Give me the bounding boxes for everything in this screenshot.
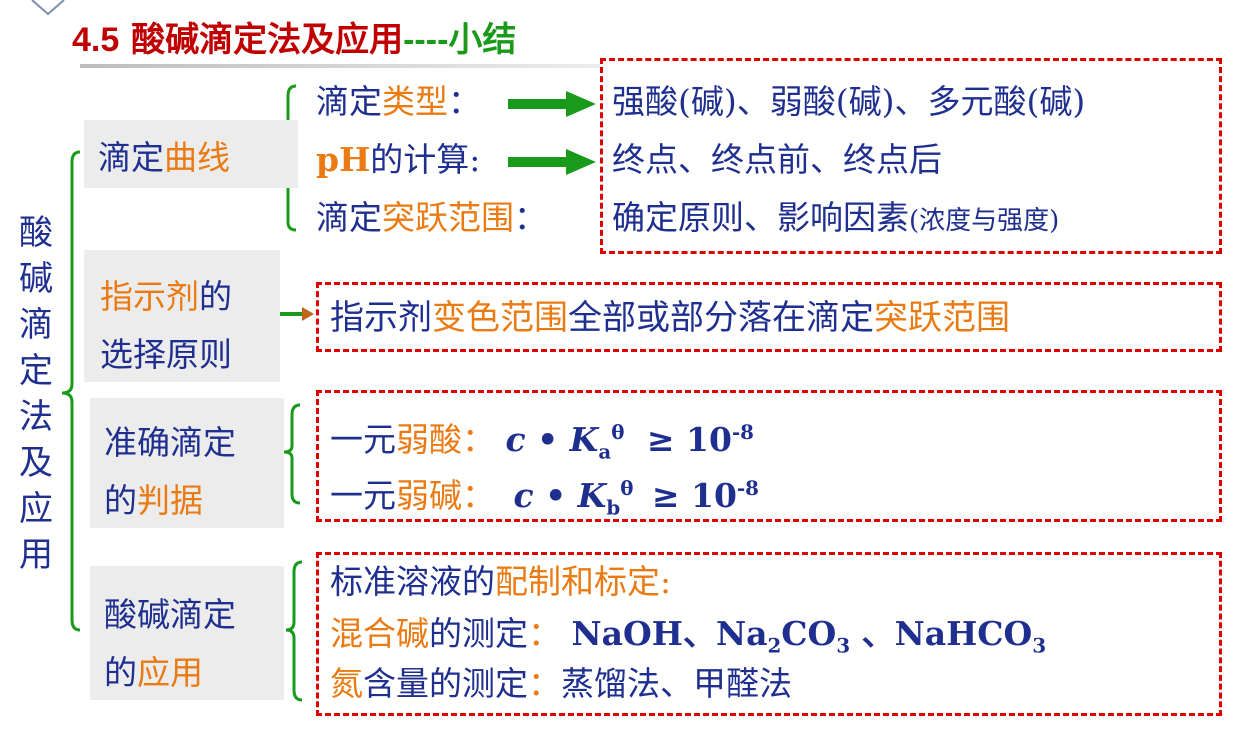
- section3-label-box: [90, 398, 284, 528]
- section1-answer-box: [600, 58, 1222, 254]
- section1-label: 滴定曲线: [98, 138, 230, 177]
- section1-row3: 滴定突跃范围：: [316, 198, 547, 237]
- section2-answer: 指示剂变色范围全部或部分落在滴定突跃范围: [330, 298, 1010, 338]
- section3-row1: 一元弱酸： c • Kaθ ≥ 10-8: [330, 420, 754, 464]
- section4-row1: 标准溶液的配制和标定:: [330, 562, 672, 601]
- section2-label-box: [84, 250, 280, 382]
- section1-row2: pH的计算:: [316, 140, 481, 179]
- section1-answer-2: 终点、终点前、终点后: [612, 140, 942, 179]
- section4-row2: 混合碱的测定： NaOH、Na2CO3 、NaHCO3: [330, 614, 1047, 658]
- section3-row2: 一元弱碱： c • Kbθ ≥ 10-8: [330, 476, 759, 520]
- section1-answer-1: 强酸(碱)、弱酸(碱)、多元酸(碱): [612, 82, 1086, 121]
- vertical-label: 酸碱滴定 法及应用: [19, 213, 53, 575]
- section3-answer-box: [316, 390, 1222, 522]
- section4-row3: 氮含量的测定：蒸馏法、甲醛法: [330, 664, 792, 703]
- section1-label-box: [84, 120, 298, 188]
- section2-answer-box: [316, 282, 1222, 352]
- arrow-right-icon: [508, 91, 596, 117]
- section1-answer-3: 确定原则、影响因素(浓度与强度): [612, 198, 1060, 237]
- arrow-right-icon: [508, 149, 596, 175]
- title-underline: [80, 64, 600, 68]
- page-title: 4.5 酸碱滴定法及应用----小结: [72, 20, 517, 60]
- section4-answer-box: [316, 552, 1222, 716]
- section4-label-box: [90, 566, 284, 700]
- section4-label: 酸碱滴定 的应用: [104, 595, 236, 692]
- corner-diamond-icon: [31, 0, 65, 16]
- section1-row1: 滴定类型：: [316, 82, 481, 121]
- section2-label: 指示剂的 选择原则: [100, 277, 232, 374]
- section3-label: 准确滴定 的判据: [104, 423, 236, 520]
